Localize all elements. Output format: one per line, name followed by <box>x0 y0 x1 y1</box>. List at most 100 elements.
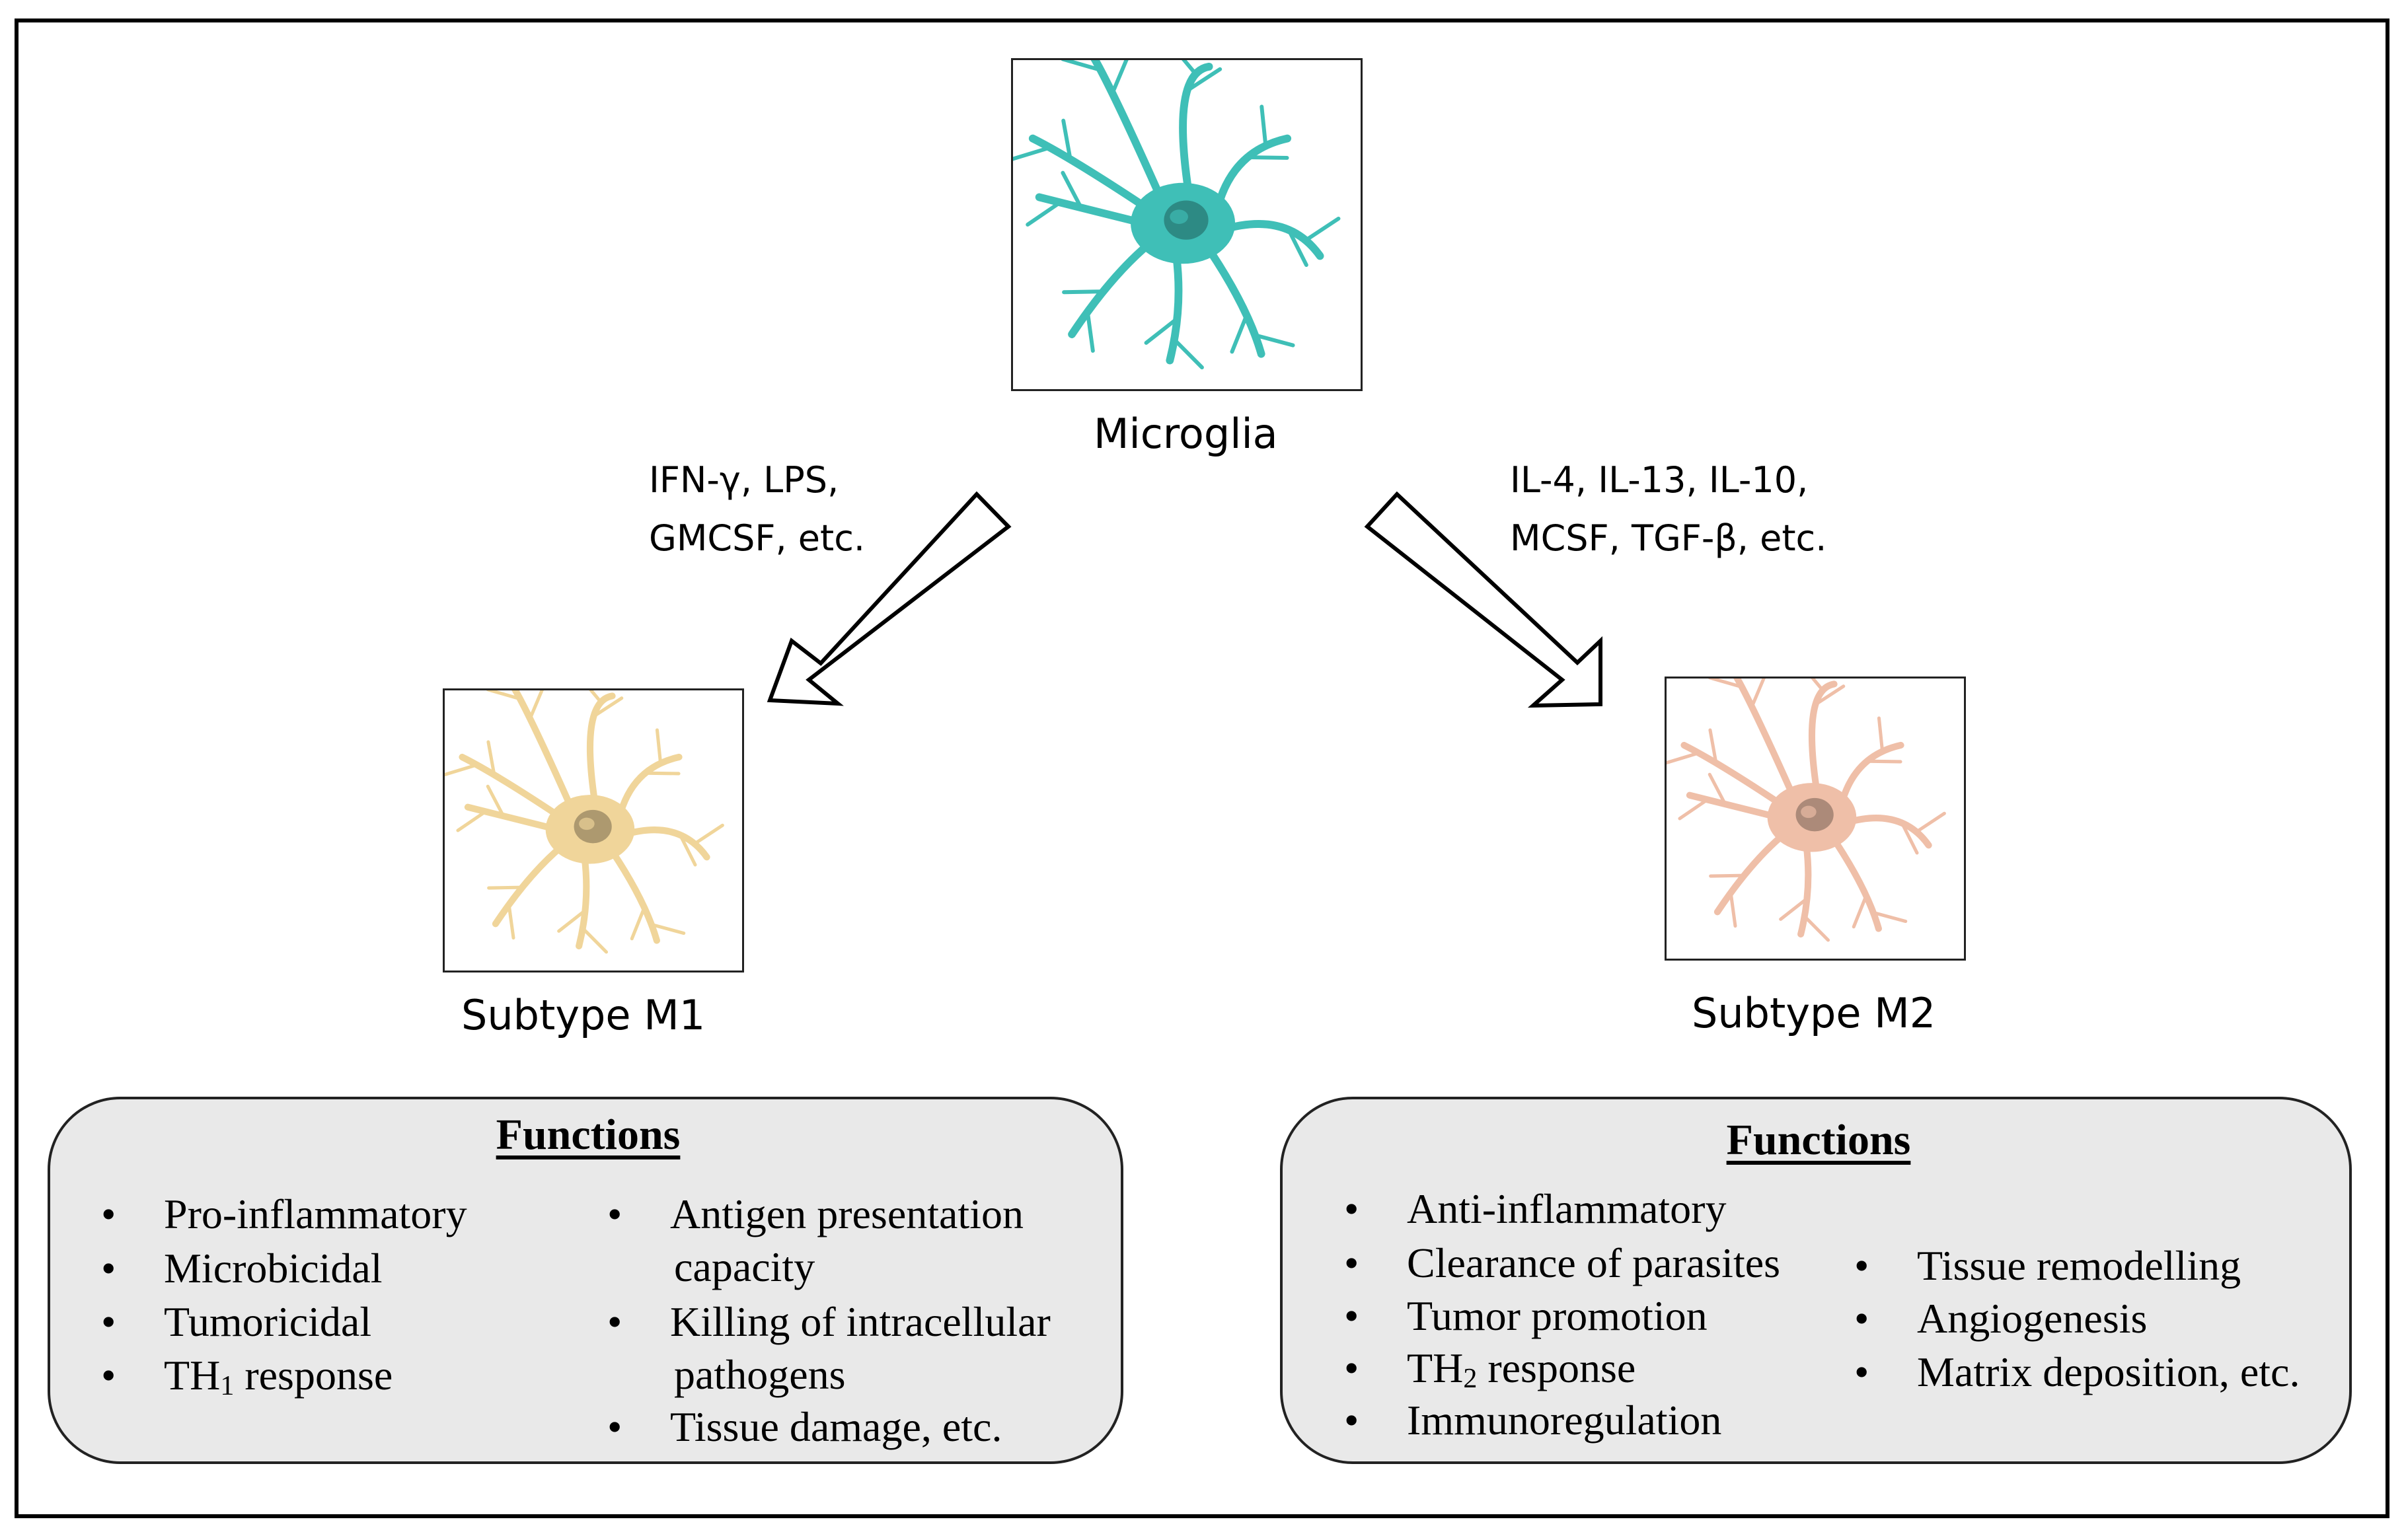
cell-twig <box>693 823 724 846</box>
cell-twig <box>1678 797 1710 821</box>
cell-twig <box>589 690 603 704</box>
cell-process <box>1218 220 1324 260</box>
m2-stimuli: IL-4, IL-13, IL-10, MCSF, TGF-β, etc. <box>1510 451 1826 568</box>
figure-frame <box>15 18 2389 1518</box>
m1-function-item: •Tumoricidal <box>101 1298 372 1345</box>
cell-twig <box>1246 155 1289 160</box>
cell-process <box>586 692 616 811</box>
cell-twig <box>1708 678 1744 689</box>
cell-twig <box>1172 337 1204 370</box>
cell-twig <box>1750 678 1766 709</box>
cell-twig <box>1013 145 1052 161</box>
m2-function-item: •Anti-inflammatory <box>1344 1185 1727 1232</box>
cell-twig <box>487 885 524 890</box>
cell-twig <box>630 906 646 941</box>
cell-twig <box>1811 678 1824 692</box>
m2-function-item: •Clearance of parasites <box>1344 1239 1781 1286</box>
cell-twig <box>678 833 697 867</box>
cell-twig <box>643 771 681 776</box>
cell-twig <box>1708 728 1718 765</box>
cell-process <box>1205 245 1265 358</box>
cell-twig <box>1914 811 1946 834</box>
cell-twig <box>1182 60 1198 76</box>
cell-nucleus-highlight <box>1801 805 1817 819</box>
cell-process <box>1179 62 1213 202</box>
cell-process <box>1686 791 1782 821</box>
cell-twig <box>445 763 479 777</box>
m1-functions-box: Functions •Pro-inflammatory •Microbicida… <box>48 1097 1123 1464</box>
m1-stimuli-line-1: IFN-γ, LPS, <box>649 459 839 501</box>
cell-twig <box>1185 67 1222 93</box>
m1-function-item: •Microbicidal <box>101 1245 383 1292</box>
m1-functions-heading: Functions <box>496 1111 681 1159</box>
cell-twig <box>1303 216 1341 242</box>
m2-functions-heading: Functions <box>1726 1116 1911 1164</box>
m2-function-item: •Tissue remodelling <box>1854 1242 2241 1289</box>
m2-stimuli-line-2: MCSF, TGF-β, etc. <box>1510 517 1827 559</box>
cell-process <box>1090 60 1168 208</box>
cell-process <box>1797 842 1812 938</box>
m2-image <box>1665 677 1966 961</box>
m2-function-item: •Angiogenesis <box>1854 1295 2148 1342</box>
cell-twig <box>486 690 522 701</box>
cell-twig <box>1026 200 1063 227</box>
cell-twig <box>1062 289 1106 295</box>
m1-function-item: •Pro-inflammatory <box>101 1191 467 1237</box>
cell-process <box>459 753 566 822</box>
m2-function-item: •Tumor promotion <box>1344 1292 1708 1339</box>
cell-twig <box>591 696 624 718</box>
microglia-image <box>1011 58 1363 391</box>
m2-function-item: •Immunoregulation <box>1344 1397 1722 1444</box>
cell-process <box>1028 134 1154 215</box>
m2-functions-box: Functions •Anti-inflammatory •Clearance … <box>1280 1097 2352 1464</box>
cell-process <box>1830 836 1882 932</box>
cell-nucleus-highlight <box>1170 209 1188 225</box>
cell-twig <box>1061 170 1083 210</box>
cell-twig <box>486 740 496 777</box>
cell-process <box>1733 678 1799 805</box>
cell-twig <box>1813 684 1846 706</box>
cell-process <box>609 848 660 944</box>
cell-process <box>492 842 566 928</box>
cell-process <box>620 826 710 861</box>
cell-twig <box>1729 891 1737 928</box>
m1-image <box>443 688 744 972</box>
cell-twig <box>1852 894 1868 929</box>
m1-label: Subtype M1 <box>461 991 706 1039</box>
cell-twig <box>507 902 515 940</box>
cell-twig <box>1061 60 1103 72</box>
cell-twig <box>1287 227 1308 268</box>
cell-process <box>1166 252 1183 365</box>
arrow-to-m2 <box>1364 491 1602 708</box>
m2-cell-icon <box>1667 678 1946 942</box>
cell-twig <box>581 926 609 954</box>
cell-twig <box>1779 897 1809 921</box>
cell-twig <box>1259 104 1268 148</box>
m2-label: Subtype M2 <box>1692 989 1936 1037</box>
cell-twig <box>1144 316 1180 345</box>
cell-twig <box>1230 313 1249 354</box>
m1-function-item: •Tissue damage, etc. <box>607 1403 1002 1450</box>
cell-twig <box>650 922 686 935</box>
cell-process <box>511 690 577 817</box>
cell-twig <box>1709 873 1746 878</box>
cell-twig <box>1708 772 1727 806</box>
cell-twig <box>557 908 587 933</box>
cell-twig <box>456 809 488 832</box>
microglia-cell-icon <box>1013 60 1341 370</box>
m2-function-item: •Matrix deposition, etc. <box>1854 1348 2300 1395</box>
cell-process <box>1068 238 1154 338</box>
m1-stimuli-line-2: GMCSF, etc. <box>649 517 866 559</box>
m1-function-item: •TH1 response <box>101 1352 393 1401</box>
cell-twig <box>1900 821 1919 855</box>
cell-process <box>1713 830 1787 916</box>
cell-twig <box>1085 310 1095 353</box>
cell-nucleus-highlight <box>579 817 595 830</box>
cell-process <box>1842 815 1932 849</box>
cell-twig <box>1061 118 1072 162</box>
cell-twig <box>486 784 506 818</box>
cell-twig <box>1877 716 1885 753</box>
